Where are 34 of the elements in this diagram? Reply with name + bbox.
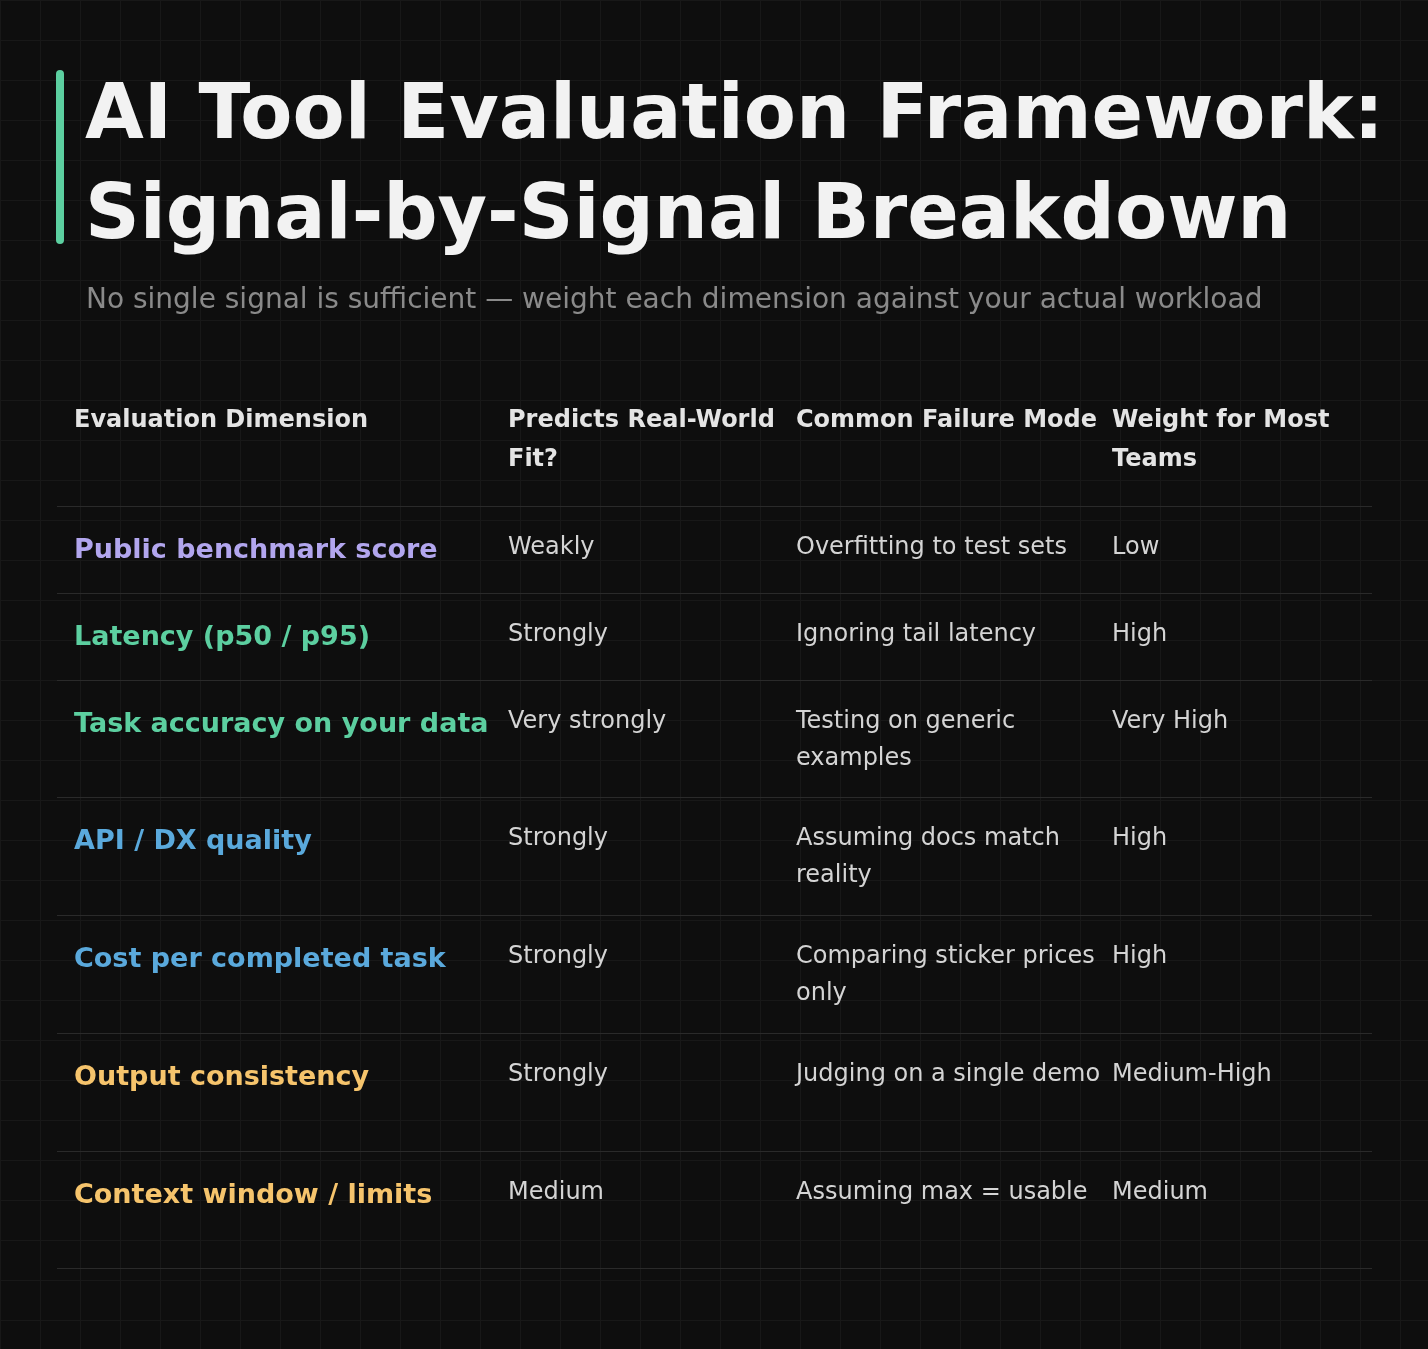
table-cell-text: Testing on generic examples [796, 705, 1017, 773]
dimension-name: Context window / limits [74, 1177, 434, 1211]
table-cell-text: Strongly [508, 822, 609, 853]
table-cell-text: Strongly [508, 618, 609, 649]
table-cell-text: Comparing sticker prices only [796, 940, 1096, 1008]
dimension-name: Cost per completed task [74, 941, 447, 975]
table-cell-text: Weakly [508, 531, 596, 562]
table-cell-text: Assuming docs match reality [796, 822, 1061, 890]
table-cell-text: Strongly [508, 940, 609, 971]
column-header: Evaluation Dimension [74, 404, 369, 435]
dimension-name: Task accuracy on your data [74, 706, 490, 740]
table-cell-text: Judging on a single demo [796, 1058, 1102, 1089]
table-cell-text: High [1112, 940, 1169, 971]
dimension-name: Public benchmark score [74, 532, 439, 566]
column-header: Common Failure Mode [796, 404, 1099, 435]
table-cell-text: High [1112, 822, 1169, 853]
dimension-name: Latency (p50 / p95) [74, 619, 371, 653]
table-cell-text: Ignoring tail latency [796, 618, 1038, 649]
table-cell-text: Medium [1112, 1176, 1209, 1207]
dimension-name: Output consistency [74, 1059, 371, 1093]
table-cell-text: Medium [508, 1176, 605, 1207]
table-cell-text: Very High [1112, 705, 1230, 736]
table-cell-text: High [1112, 618, 1169, 649]
column-header: Weight for Most Teams [1112, 404, 1331, 474]
subtitle: No single signal is sufficient — weight each dimension against your actual workload [86, 282, 1263, 315]
table-cell-text: Strongly [508, 1058, 609, 1089]
table-cell-text: Overfitting to test sets [796, 531, 1069, 562]
table-cell-text: Medium-High [1112, 1058, 1273, 1089]
title: AI Tool Evaluation Framework: Signal-by-Signal Breakdown [85, 66, 1385, 258]
dimension-name: API / DX quality [74, 823, 313, 857]
table-cell-text: Assuming max = usable [796, 1176, 1089, 1207]
table-cell-text: Very strongly [508, 705, 668, 736]
column-header: Predicts Real-World Fit? [508, 404, 776, 474]
table-cell-text: Low [1112, 531, 1161, 562]
